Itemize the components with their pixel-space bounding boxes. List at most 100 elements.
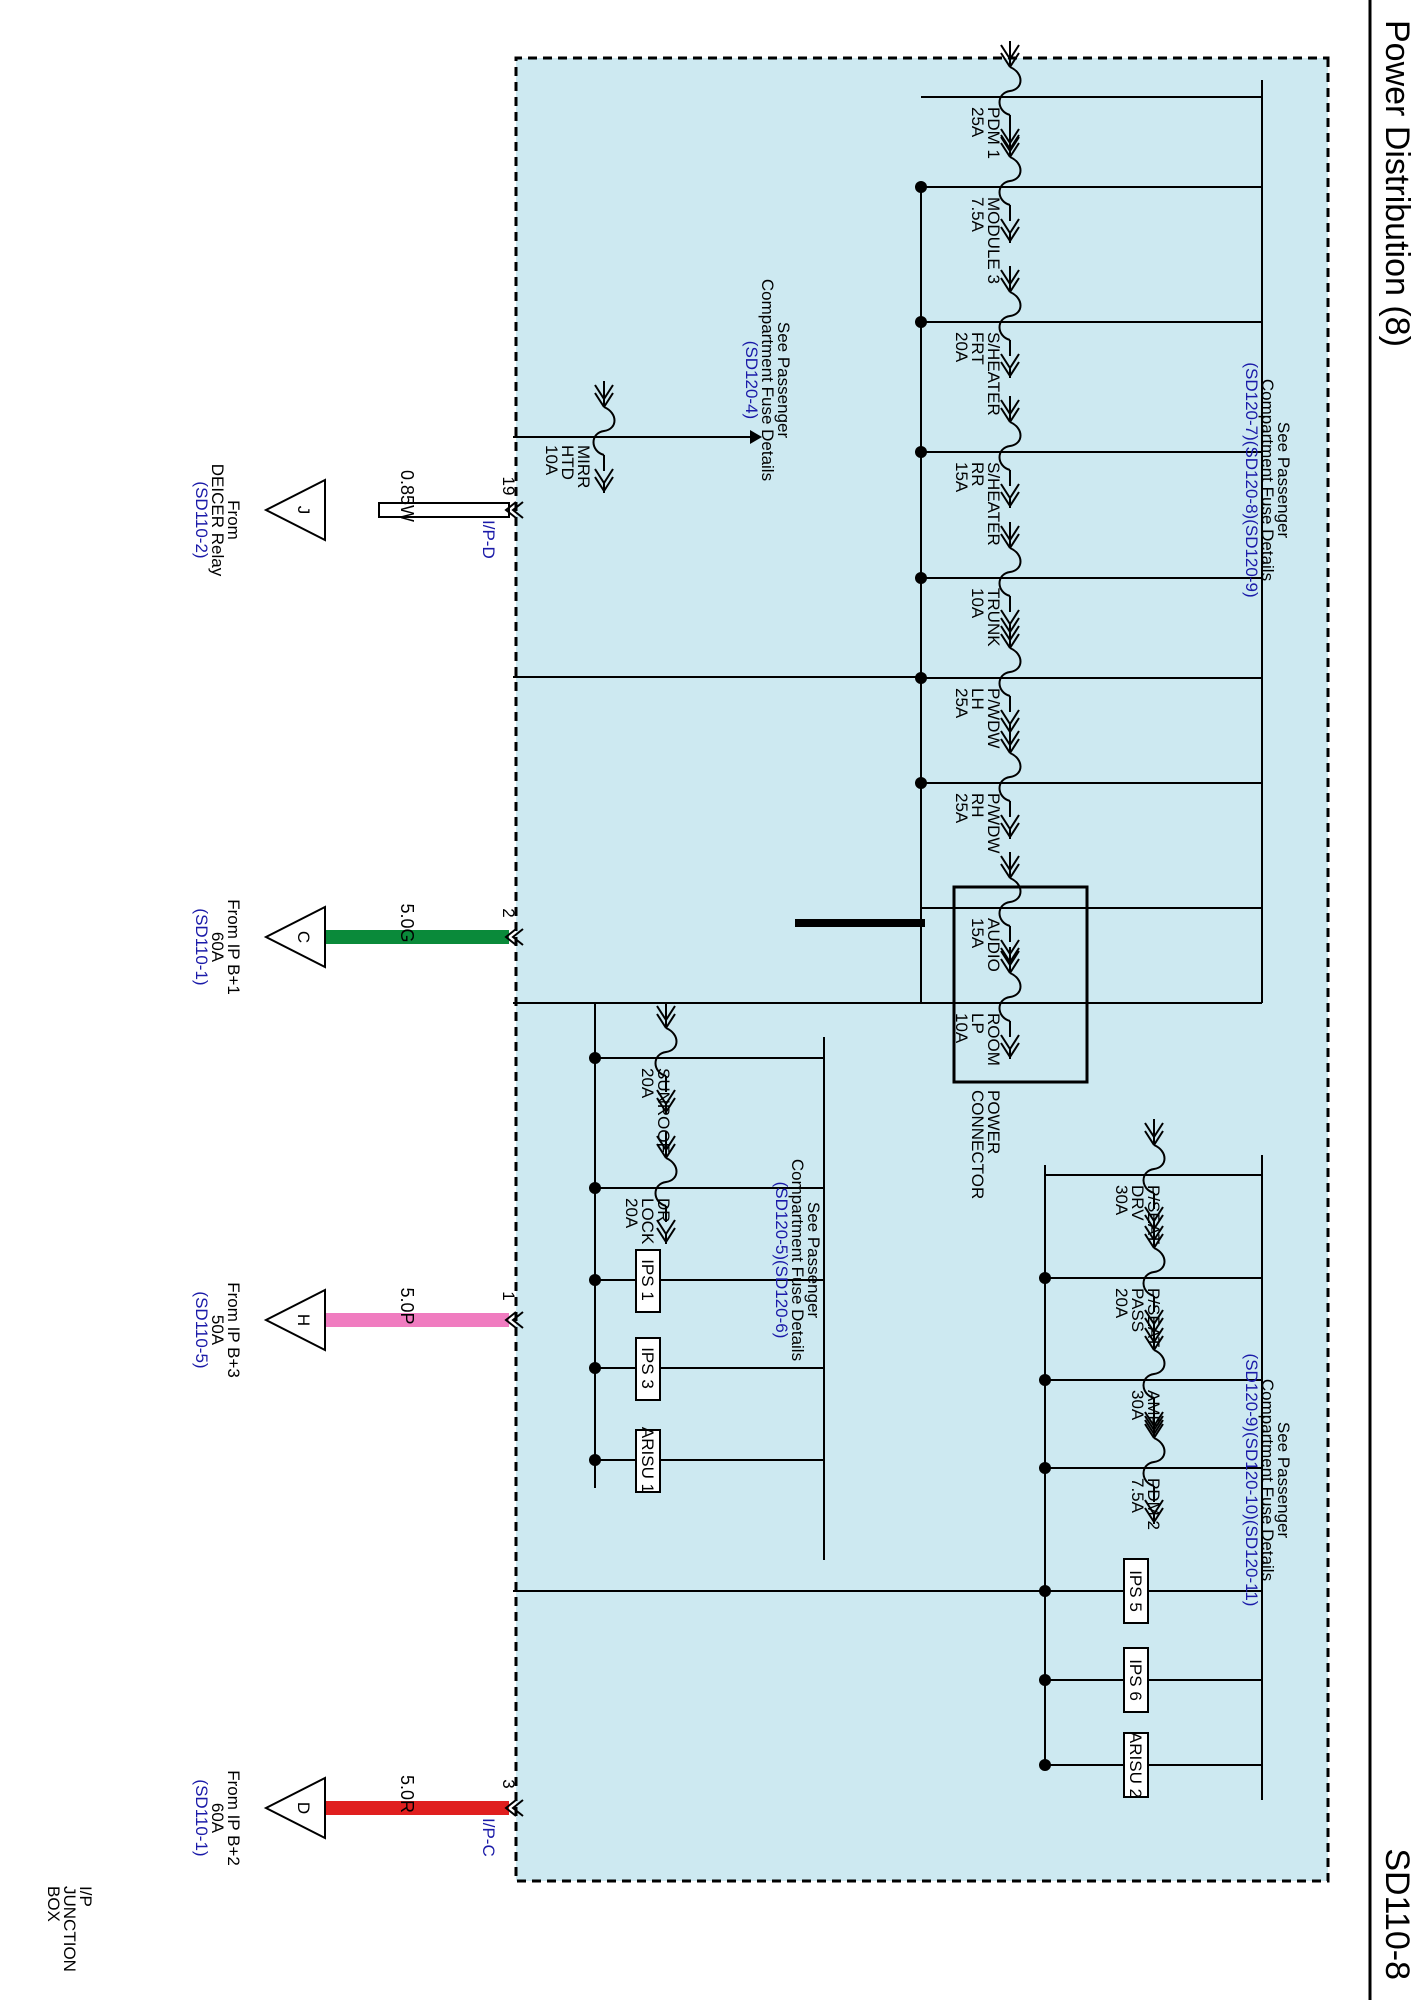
pin-number: 2	[499, 908, 518, 917]
fuse-rating: 20A	[1112, 1288, 1131, 1319]
connector-chevron	[511, 501, 524, 519]
input-source: From IP B+3	[224, 1282, 243, 1378]
fuse-rating: 25A	[968, 107, 987, 138]
page-code: SD110-8	[1378, 1848, 1416, 1980]
connector-chevron	[504, 1311, 517, 1329]
fuse-name: LOCK	[638, 1198, 657, 1245]
input-source: 50A	[208, 1315, 227, 1346]
input-triangle	[263, 905, 326, 969]
fuse-name: SUNROOF	[654, 1068, 673, 1153]
junction-dot	[1039, 1585, 1051, 1597]
fuse-name: MIRR	[574, 445, 593, 488]
wire-gauge: 5.0R	[397, 1775, 417, 1813]
junction-dot	[1039, 1462, 1051, 1474]
pin-number: 3	[499, 1779, 518, 1788]
module-label: IPS 6	[1126, 1659, 1145, 1701]
connector-label: I/P-C	[479, 1818, 498, 1857]
fuse-name: P/WDW	[984, 793, 1003, 853]
junction-dot	[589, 1052, 601, 1064]
fuse-name: P/SEAT	[1144, 1185, 1163, 1244]
reference-note: See Passenger	[1274, 422, 1293, 539]
input-wire-j	[795, 919, 925, 927]
junction-box-label: I/P	[76, 1886, 95, 1907]
input-source: 60A	[208, 1803, 227, 1834]
page-title: Power Distribution (8)	[1378, 20, 1416, 347]
junction-box-label: JUNCTION	[60, 1886, 79, 1972]
module-label: ARISU 2	[1126, 1732, 1145, 1798]
reference-note: Compartment Fuse Details	[1258, 1379, 1277, 1581]
fuse-rating: 10A	[968, 588, 987, 619]
junction-dot	[1039, 1759, 1051, 1771]
wire-5.0R	[325, 1801, 509, 1815]
junction-box-label: BOX	[44, 1886, 63, 1922]
power-connector-label: POWER	[984, 1090, 1003, 1154]
fuse-rating: 7.5A	[968, 197, 987, 233]
reference-ref: (SD120-7)(SD120-8)(SD120-9)	[1242, 362, 1261, 597]
wire-5.0G	[325, 930, 509, 944]
junction-dot	[1039, 1674, 1051, 1686]
fuse-rating: 25A	[952, 688, 971, 719]
fuse-rating: 15A	[952, 462, 971, 493]
input-source: From	[224, 500, 243, 540]
junction-dot	[589, 1274, 601, 1286]
fuse-name: DR	[654, 1198, 673, 1223]
power-connector-label: CONNECTOR	[968, 1090, 987, 1199]
junction-dot	[915, 181, 927, 193]
fuse-name: AUDIO	[984, 918, 1003, 972]
reference-ref: (SD120-4)	[742, 341, 761, 419]
fuse-name: MODULE 3	[984, 197, 1003, 284]
fuse-name: AMP	[1144, 1390, 1163, 1427]
connector-chevron	[504, 1799, 517, 1817]
reference-note: Compartment Fuse Details	[788, 1159, 807, 1361]
fuse-rating: 20A	[638, 1068, 657, 1099]
junction-dot	[1039, 1374, 1051, 1386]
input-ref: (SD110-2)	[192, 481, 211, 558]
connector-chevron	[511, 1799, 524, 1817]
reference-note: Compartment Fuse Details	[1258, 379, 1277, 581]
wire-gauge: 5.0G	[397, 903, 417, 942]
junction-dot	[589, 1454, 601, 1466]
fuse-rating: 10A	[542, 445, 561, 476]
fuse-name: PASS	[1128, 1288, 1147, 1332]
input-id: C	[294, 931, 313, 943]
module-label: IPS 3	[638, 1347, 657, 1389]
input-source: From IP B+2	[224, 1770, 243, 1866]
wire-gauge: 5.0P	[397, 1287, 417, 1324]
fuse-name: ROOM	[984, 1013, 1003, 1066]
input-ref: (SD110-1)	[192, 908, 211, 985]
arrow-head	[750, 430, 762, 444]
connector-chevron	[511, 1311, 524, 1329]
junction-dot	[915, 446, 927, 458]
input-triangle	[263, 1288, 326, 1352]
reference-note: See Passenger	[1274, 1422, 1293, 1539]
fuse-name: FRT	[968, 332, 987, 365]
input-triangle	[263, 1776, 326, 1840]
input-id: J	[294, 506, 313, 515]
fuse-name: P/WDW	[984, 688, 1003, 748]
junction-dot	[915, 672, 927, 684]
junction-dot	[915, 572, 927, 584]
module-box	[635, 1429, 661, 1493]
fuse-rating: 20A	[622, 1198, 641, 1229]
pin-number: 19	[499, 477, 518, 496]
reference-note: Compartment Fuse Details	[758, 279, 777, 481]
connector-chevron	[504, 928, 517, 946]
connector-label: I/P-D	[479, 520, 498, 559]
junction-dot	[1039, 1272, 1051, 1284]
input-source: DEICER Relay	[208, 464, 227, 577]
input-source: 60A	[208, 932, 227, 963]
fuse-name: LH	[968, 688, 987, 710]
input-source: From IP B+1	[224, 899, 243, 995]
input-ref: (SD110-5)	[192, 1291, 211, 1368]
pin-number: 1	[499, 1291, 518, 1300]
fuse-rating: 7.5A	[1128, 1478, 1147, 1514]
junction-dot	[589, 1182, 601, 1194]
input-triangle	[263, 478, 326, 542]
wire-5.0P	[325, 1313, 509, 1327]
junction-dot	[915, 316, 927, 328]
fuse-name: DRV	[1128, 1185, 1147, 1221]
power-connector-box	[952, 885, 1089, 1084]
wire-white	[378, 502, 510, 518]
module-label: IPS 1	[638, 1259, 657, 1301]
